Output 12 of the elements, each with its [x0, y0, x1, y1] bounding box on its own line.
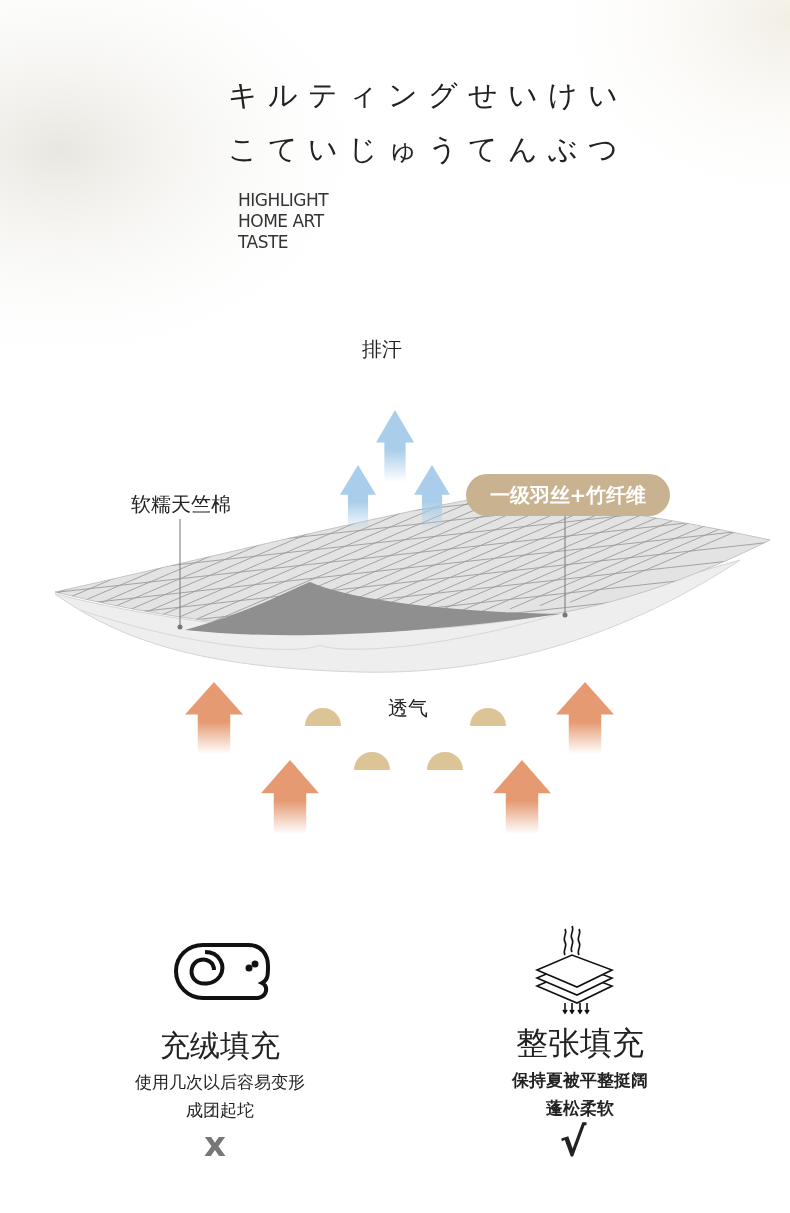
heading: 充绒填充: [159, 1028, 281, 1064]
heading: 整张填充: [515, 1024, 645, 1063]
airflow-label: 排汗: [362, 337, 403, 361]
description: 使用几次以后容易变形成团起坨: [134, 1071, 306, 1122]
callout-label: 软糯天竺棉: [118, 489, 243, 519]
callout-pill: 一级羽丝+竹纤维: [466, 474, 670, 516]
check-mark: √: [558, 1118, 588, 1166]
title: キルティングせいけいこていじゅうてんぶつ: [228, 77, 628, 168]
cross-mark: x: [203, 1124, 227, 1165]
description: 保持夏被平整挺阔蓬松柔软: [511, 1069, 649, 1120]
tagline: HIGHLIGHT HOME ART TASTE: [238, 190, 330, 253]
airflow-label: 透气: [388, 696, 429, 720]
